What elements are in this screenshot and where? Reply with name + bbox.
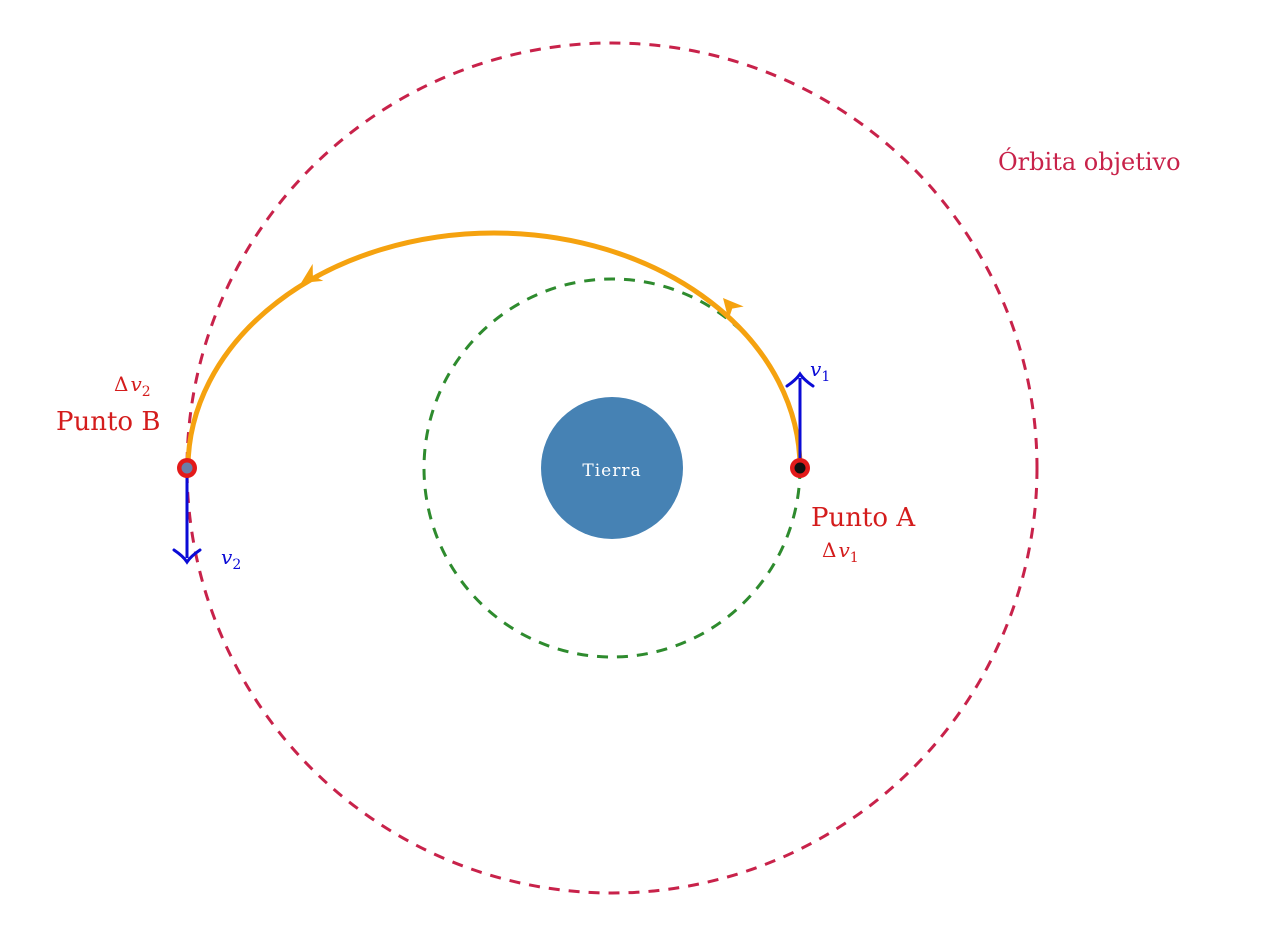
point-b-label: Punto B: [56, 407, 160, 437]
maneuver-point-icon: [790, 458, 810, 478]
v1-label: v1: [810, 357, 830, 385]
maneuver-point-icon: [177, 458, 197, 478]
transfer-orbit: [185, 230, 803, 469]
arrow-up-icon: [785, 371, 815, 388]
target-orbit-label: Órbita objetivo: [998, 147, 1181, 176]
transfer-direction-arrow-icon: [723, 298, 744, 320]
point-a-label: Punto A: [811, 503, 916, 533]
earth-label: Tierra: [582, 461, 641, 481]
transfer-direction-arrow-icon: [301, 263, 324, 283]
v2-label: v2: [221, 545, 241, 573]
target-orbit: [185, 41, 1039, 895]
arrow-down-icon: [172, 548, 202, 565]
earth-circle-icon: [541, 397, 683, 539]
